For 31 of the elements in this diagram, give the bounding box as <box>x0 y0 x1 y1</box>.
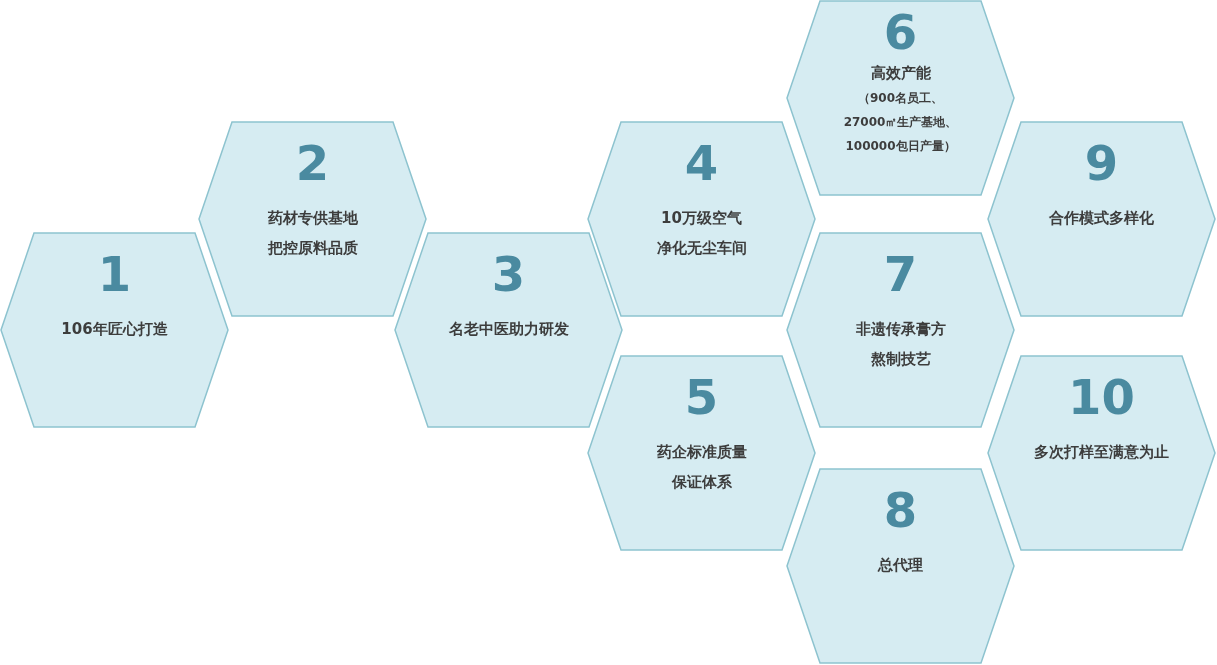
step-label: 药材专供基地把控原料品质 <box>266 208 359 259</box>
step-number: 4 <box>684 135 719 191</box>
step-detail: （900名员工、27000㎡生产基地、100000包日产量） <box>842 90 959 155</box>
hexagon <box>394 232 623 428</box>
step-number: 6 <box>883 4 918 60</box>
hexagon <box>786 0 1015 196</box>
step-number: 1 <box>97 246 132 302</box>
step-number: 3 <box>491 246 526 302</box>
hexagon <box>786 232 1015 428</box>
step-number: 2 <box>295 135 330 191</box>
hexagon <box>198 121 427 317</box>
step-number: 10 <box>1068 369 1135 425</box>
step-label: 10万级空气净化无尘车间 <box>655 208 748 259</box>
step-label: 高效产能 <box>869 63 932 84</box>
hexagon <box>987 355 1216 551</box>
step-label: 名老中医助力研发 <box>448 319 569 340</box>
step-number: 9 <box>1084 135 1119 191</box>
hexagon <box>587 121 816 317</box>
hexagon <box>0 232 229 428</box>
step-label: 合作模式多样化 <box>1049 208 1154 229</box>
step-label: 总代理 <box>878 555 923 576</box>
hexagon <box>587 355 816 551</box>
step-label: 药企标准质量保证体系 <box>655 442 748 493</box>
hexagon <box>786 468 1015 664</box>
step-label: 多次打样至满意为止 <box>1034 442 1169 463</box>
step-number: 7 <box>883 246 918 302</box>
step-label: 非遗传承膏方熬制技艺 <box>854 319 947 370</box>
step-number: 5 <box>684 369 719 425</box>
step-number: 8 <box>883 482 918 538</box>
hexagon <box>987 121 1216 317</box>
step-label: 106年匠心打造 <box>61 319 168 340</box>
